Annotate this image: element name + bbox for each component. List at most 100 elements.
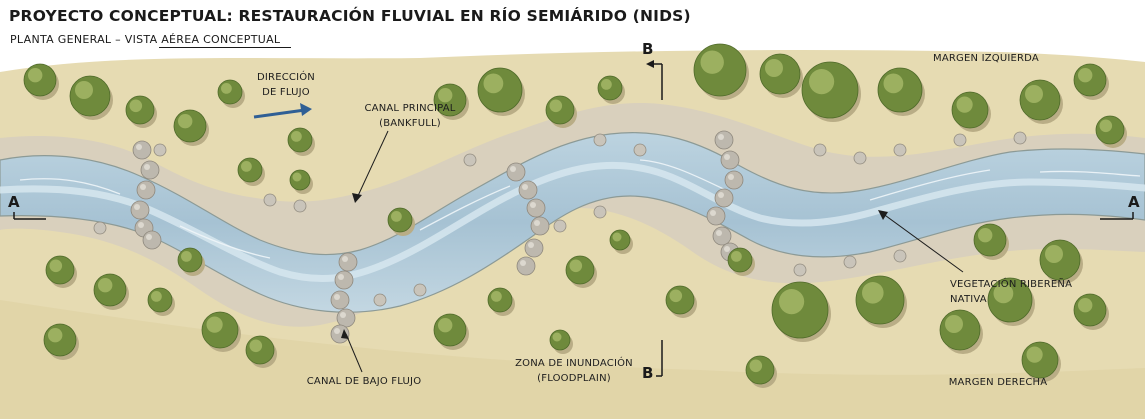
boulder-highlight [718, 192, 724, 198]
section-a-right-marker: A [1128, 193, 1140, 211]
boulder [712, 226, 732, 246]
tree-highlight [809, 69, 835, 95]
tree [545, 95, 577, 128]
tree [43, 323, 79, 360]
boulder-highlight [134, 204, 140, 210]
tree [801, 61, 861, 122]
tree-highlight [945, 315, 963, 333]
main-channel-line2: (BANKFULL) [379, 118, 441, 129]
tree [549, 329, 573, 354]
tree [727, 247, 755, 276]
flow-direction-line1: DIRECCIÓN [257, 72, 315, 83]
tree-highlight [1025, 85, 1043, 103]
tree-highlight [569, 259, 583, 273]
boulder [526, 198, 546, 218]
boulder-group [93, 130, 1027, 344]
boulder [338, 252, 358, 272]
tree-highlight [1045, 245, 1063, 263]
low-flow-channel-label: CANAL DE BAJO FLUJO [306, 376, 422, 387]
flow-direction-label: DIRECCIÓN DE FLUJO [246, 71, 326, 99]
bank-stone [463, 153, 477, 167]
tree [433, 313, 469, 350]
tree [771, 281, 831, 342]
section-a-left-marker: A [8, 193, 20, 211]
tree [1019, 79, 1063, 124]
boulder [330, 290, 350, 310]
tree [125, 95, 157, 128]
leader-lines [341, 130, 964, 373]
main-channel-label: CANAL PRINCIPAL (BANKFULL) [350, 102, 470, 130]
tree-highlight [28, 68, 43, 83]
boulder [506, 162, 526, 182]
boulder-highlight [146, 234, 152, 240]
tree-highlight [883, 73, 904, 94]
diagram-title: PROYECTO CONCEPTUAL: RESTAURACIÓN FLUVIA… [9, 7, 691, 25]
tree [1021, 341, 1061, 382]
boulder [530, 216, 550, 236]
tree-highlight [1026, 346, 1043, 363]
tree [287, 127, 315, 156]
main-channel-line1: CANAL PRINCIPAL [364, 103, 456, 114]
boulder-highlight [710, 210, 716, 216]
boulder [724, 170, 744, 190]
riparian-line2: NATIVA [950, 294, 987, 305]
riparian-line1: VEGETACIÓN RIBEREÑA [950, 279, 1073, 290]
bank-stone [263, 193, 277, 207]
boulder-highlight [334, 328, 340, 334]
tree-highlight [993, 283, 1014, 304]
boulder-highlight [528, 242, 534, 248]
boulder [714, 188, 734, 208]
water-ripples [19, 159, 1141, 259]
tree [217, 79, 245, 108]
tree-highlight [483, 73, 504, 94]
tree-highlight [731, 251, 742, 262]
tree [237, 157, 265, 186]
tree [693, 43, 749, 100]
bank-stone [373, 293, 387, 307]
bank-stone [853, 151, 867, 165]
boulder-highlight [724, 154, 730, 160]
tree [477, 67, 525, 116]
tree-highlight [206, 316, 223, 333]
tree-highlight [48, 328, 63, 343]
tree-highlight [221, 83, 232, 94]
terrain [0, 50, 1145, 419]
tree [177, 247, 205, 276]
subtitle-underline [159, 47, 291, 48]
tree [759, 53, 803, 98]
tree [565, 255, 597, 288]
tree [973, 223, 1009, 260]
tree-highlight [862, 282, 884, 304]
tree-highlight [391, 211, 402, 222]
tree [1073, 63, 1109, 100]
bank-stone [153, 143, 167, 157]
boulder-highlight [716, 230, 722, 236]
boulder-highlight [140, 184, 146, 190]
tree [201, 311, 241, 352]
tree [609, 229, 633, 254]
tree [23, 63, 59, 100]
boulder [140, 160, 160, 180]
tree-highlight [749, 359, 763, 373]
low-flow-leader [345, 333, 363, 373]
boulder [130, 200, 150, 220]
tree-highlight [181, 251, 192, 262]
tree [147, 287, 175, 316]
section-b-marks [646, 60, 663, 377]
bank-stone [793, 263, 807, 277]
bank-stone [1013, 131, 1027, 145]
subtitle-text: PLANTA GENERAL – VISTA AÉREA CONCEPTUAL [10, 33, 281, 46]
tree [951, 91, 991, 132]
tree-highlight [438, 318, 453, 333]
boulder-highlight [718, 134, 724, 140]
tree [1095, 115, 1127, 148]
left-bank-label: MARGEN IZQUIERDA [933, 53, 1039, 64]
boulder-highlight [342, 256, 348, 262]
boulder [524, 238, 544, 258]
tree-highlight [956, 96, 973, 113]
boulder-highlight [728, 174, 734, 180]
tree-highlight [249, 339, 263, 353]
tree-highlight [49, 259, 63, 273]
bank-stone [843, 255, 857, 269]
